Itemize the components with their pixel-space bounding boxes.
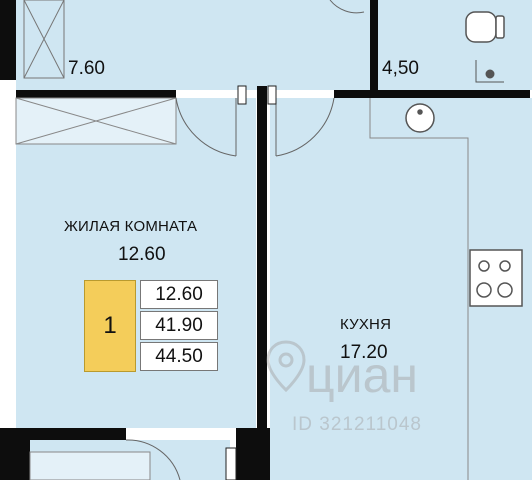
door-icon <box>175 97 237 157</box>
kitchen-counter <box>369 98 469 480</box>
sink-icon <box>405 103 435 133</box>
bathroom-area-label: 4,50 <box>382 58 419 79</box>
wall-left-bottom <box>0 428 16 480</box>
living-area-stat: 12.60 <box>140 280 218 309</box>
hall-area-label: 7.60 <box>68 58 105 79</box>
hallway-floor <box>16 0 376 90</box>
bottom-cabinet <box>29 451 151 480</box>
living-room-name: ЖИЛАЯ КОМНАТА <box>64 218 198 235</box>
door-icon <box>125 439 181 480</box>
full-area-stat: 44.50 <box>140 342 218 371</box>
watermark-id: ID 321211048 <box>292 414 422 435</box>
rooms-count-badge: 1 <box>84 280 136 372</box>
bathroom-floor <box>376 0 532 90</box>
door-icon <box>275 97 335 157</box>
shower-icon <box>475 60 504 83</box>
living-room-area: 12.60 <box>118 244 166 265</box>
bottom-wall-segment <box>236 428 270 480</box>
living-room-floor <box>16 98 256 428</box>
watermark-brand: циан <box>306 347 418 403</box>
location-pin-icon <box>266 340 306 392</box>
wall-bottom-left <box>16 428 126 440</box>
kitchen-name: КУХНЯ <box>340 316 392 333</box>
kitchen-area: 17.20 <box>340 342 388 363</box>
bottom-jamb <box>225 447 237 480</box>
wall-bottom-left-stub <box>16 440 30 480</box>
wall-hall-living <box>16 90 176 98</box>
wall-left-top <box>0 0 16 80</box>
central-wall-jamb <box>267 85 277 105</box>
wall-hall-kitchen <box>334 90 530 98</box>
wardrobe-icon <box>23 0 65 79</box>
stove-icon <box>469 249 523 307</box>
wall-bathroom <box>370 0 378 90</box>
door-icon <box>329 0 365 14</box>
total-area-stat: 41.90 <box>140 311 218 340</box>
central-wall <box>257 86 267 480</box>
central-wall-jamb <box>237 85 247 105</box>
toilet-icon <box>465 11 505 43</box>
